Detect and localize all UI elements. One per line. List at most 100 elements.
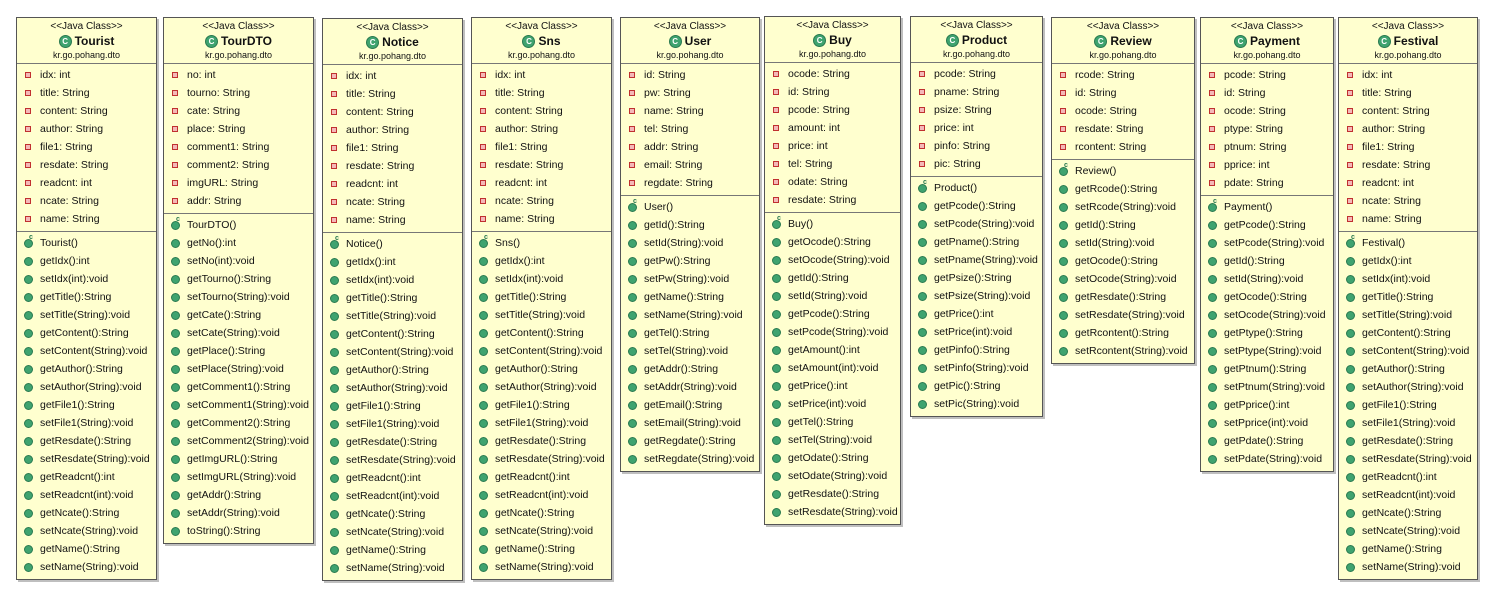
method-row[interactable]: setIdx(int):void bbox=[472, 270, 611, 288]
method-row[interactable]: getPtnum():String bbox=[1201, 360, 1333, 378]
method-row[interactable]: setEmail(String):void bbox=[621, 414, 759, 432]
attribute-row[interactable]: resdate: String bbox=[765, 191, 900, 209]
method-row[interactable]: setIdx(int):void bbox=[1339, 270, 1477, 288]
attribute-row[interactable]: id: String bbox=[1201, 84, 1333, 102]
method-row[interactable]: setAuthor(String):void bbox=[472, 378, 611, 396]
method-row[interactable]: setPdate(String):void bbox=[1201, 450, 1333, 468]
method-row[interactable]: setRcode(String):void bbox=[1052, 198, 1194, 216]
method-row[interactable]: getTitle():String bbox=[323, 289, 462, 307]
method-row[interactable]: setRcontent(String):void bbox=[1052, 342, 1194, 360]
method-row[interactable]: setId(String):void bbox=[1201, 270, 1333, 288]
method-row[interactable]: getNcate():String bbox=[472, 504, 611, 522]
method-row[interactable]: setIdx(int):void bbox=[17, 270, 156, 288]
attribute-row[interactable]: pdate: String bbox=[1201, 174, 1333, 192]
method-row[interactable]: setPcode(String):void bbox=[911, 215, 1042, 233]
method-row[interactable]: setId(String):void bbox=[1052, 234, 1194, 252]
method-row[interactable]: getPsize():String bbox=[911, 269, 1042, 287]
method-row[interactable]: getId():String bbox=[621, 216, 759, 234]
method-row[interactable]: setAuthor(String):void bbox=[17, 378, 156, 396]
method-row[interactable]: getPcode():String bbox=[1201, 216, 1333, 234]
attribute-row[interactable]: title: String bbox=[323, 85, 462, 103]
class-box-user[interactable]: <<Java Class>> C User kr.go.pohang.dto i… bbox=[620, 17, 760, 472]
method-row[interactable]: getName():String bbox=[323, 541, 462, 559]
method-row[interactable]: getName():String bbox=[1339, 540, 1477, 558]
method-row[interactable]: setNcate(String):void bbox=[1339, 522, 1477, 540]
attribute-row[interactable]: resdate: String bbox=[1339, 156, 1477, 174]
method-row[interactable]: getPlace():String bbox=[164, 342, 313, 360]
method-row[interactable]: getIdx():int bbox=[472, 252, 611, 270]
method-row[interactable]: getRcontent():String bbox=[1052, 324, 1194, 342]
attribute-row[interactable]: content: String bbox=[323, 103, 462, 121]
method-row[interactable]: setTourno(String):void bbox=[164, 288, 313, 306]
method-row[interactable]: setPtnum(String):void bbox=[1201, 378, 1333, 396]
attribute-row[interactable]: pinfo: String bbox=[911, 137, 1042, 155]
attribute-row[interactable]: pw: String bbox=[621, 84, 759, 102]
method-row[interactable]: setReadcnt(int):void bbox=[1339, 486, 1477, 504]
method-row[interactable]: setContent(String):void bbox=[472, 342, 611, 360]
method-row[interactable]: setName(String):void bbox=[17, 558, 156, 576]
attribute-row[interactable]: amount: int bbox=[765, 119, 900, 137]
method-row[interactable]: setContent(String):void bbox=[17, 342, 156, 360]
method-row[interactable]: getResdate():String bbox=[17, 432, 156, 450]
class-box-notice[interactable]: <<Java Class>> C Notice kr.go.pohang.dto… bbox=[322, 18, 463, 581]
attribute-row[interactable]: readcnt: int bbox=[1339, 174, 1477, 192]
class-box-buy[interactable]: <<Java Class>> C Buy kr.go.pohang.dto oc… bbox=[764, 16, 901, 525]
method-row[interactable]: setReadcnt(int):void bbox=[17, 486, 156, 504]
attribute-row[interactable]: resdate: String bbox=[17, 156, 156, 174]
attribute-row[interactable]: ocode: String bbox=[1052, 102, 1194, 120]
method-row[interactable]: setOcode(String):void bbox=[1052, 270, 1194, 288]
method-row[interactable]: getPprice():int bbox=[1201, 396, 1333, 414]
method-row[interactable]: setReadcnt(int):void bbox=[323, 487, 462, 505]
method-row[interactable]: getReadcnt():int bbox=[1339, 468, 1477, 486]
method-row[interactable]: setCate(String):void bbox=[164, 324, 313, 342]
method-row[interactable]: setResdate(String):void bbox=[472, 450, 611, 468]
attribute-row[interactable]: name: String bbox=[17, 210, 156, 228]
attribute-row[interactable]: comment1: String bbox=[164, 138, 313, 156]
method-row[interactable]: setTitle(String):void bbox=[472, 306, 611, 324]
attribute-row[interactable]: place: String bbox=[164, 120, 313, 138]
method-row[interactable]: setPcode(String):void bbox=[765, 323, 900, 341]
method-row[interactable]: getComment1():String bbox=[164, 378, 313, 396]
attribute-row[interactable]: pic: String bbox=[911, 155, 1042, 173]
attribute-row[interactable]: rcode: String bbox=[1052, 66, 1194, 84]
method-row[interactable]: setPrice(int):void bbox=[911, 323, 1042, 341]
attribute-row[interactable]: file1: String bbox=[17, 138, 156, 156]
method-row[interactable]: getPcode():String bbox=[765, 305, 900, 323]
method-row[interactable]: setFile1(String):void bbox=[472, 414, 611, 432]
attribute-row[interactable]: ptype: String bbox=[1201, 120, 1333, 138]
attribute-row[interactable]: idx: int bbox=[17, 66, 156, 84]
method-row[interactable]: getIdx():int bbox=[17, 252, 156, 270]
attribute-row[interactable]: resdate: String bbox=[472, 156, 611, 174]
method-row[interactable]: setResdate(String):void bbox=[1339, 450, 1477, 468]
method-row[interactable]: getId():String bbox=[1052, 216, 1194, 234]
method-row[interactable]: getAuthor():String bbox=[1339, 360, 1477, 378]
method-row[interactable]: getContent():String bbox=[17, 324, 156, 342]
method-row[interactable]: getAddr():String bbox=[621, 360, 759, 378]
method-row[interactable]: setTitle(String):void bbox=[17, 306, 156, 324]
method-row[interactable]: getPinfo():String bbox=[911, 341, 1042, 359]
method-row[interactable]: getName():String bbox=[472, 540, 611, 558]
method-row[interactable]: setName(String):void bbox=[1339, 558, 1477, 576]
method-row[interactable]: getAmount():int bbox=[765, 341, 900, 359]
method-row[interactable]: setTel(String):void bbox=[765, 431, 900, 449]
method-row[interactable]: getIdx():int bbox=[1339, 252, 1477, 270]
attribute-row[interactable]: file1: String bbox=[472, 138, 611, 156]
attribute-row[interactable]: file1: String bbox=[323, 139, 462, 157]
attribute-row[interactable]: ocode: String bbox=[1201, 102, 1333, 120]
attribute-row[interactable]: idx: int bbox=[472, 66, 611, 84]
method-row[interactable]: getFile1():String bbox=[1339, 396, 1477, 414]
attribute-row[interactable]: ncate: String bbox=[1339, 192, 1477, 210]
class-box-payment[interactable]: <<Java Class>> C Payment kr.go.pohang.dt… bbox=[1200, 17, 1334, 472]
attribute-row[interactable]: tourno: String bbox=[164, 84, 313, 102]
attribute-row[interactable]: ncate: String bbox=[323, 193, 462, 211]
method-row[interactable]: setOcode(String):void bbox=[1201, 306, 1333, 324]
attribute-row[interactable]: author: String bbox=[323, 121, 462, 139]
method-row[interactable]: setContent(String):void bbox=[1339, 342, 1477, 360]
method-row[interactable]: setId(String):void bbox=[621, 234, 759, 252]
attribute-row[interactable]: tel: String bbox=[765, 155, 900, 173]
method-row[interactable]: setTitle(String):void bbox=[1339, 306, 1477, 324]
method-row[interactable]: getAddr():String bbox=[164, 486, 313, 504]
